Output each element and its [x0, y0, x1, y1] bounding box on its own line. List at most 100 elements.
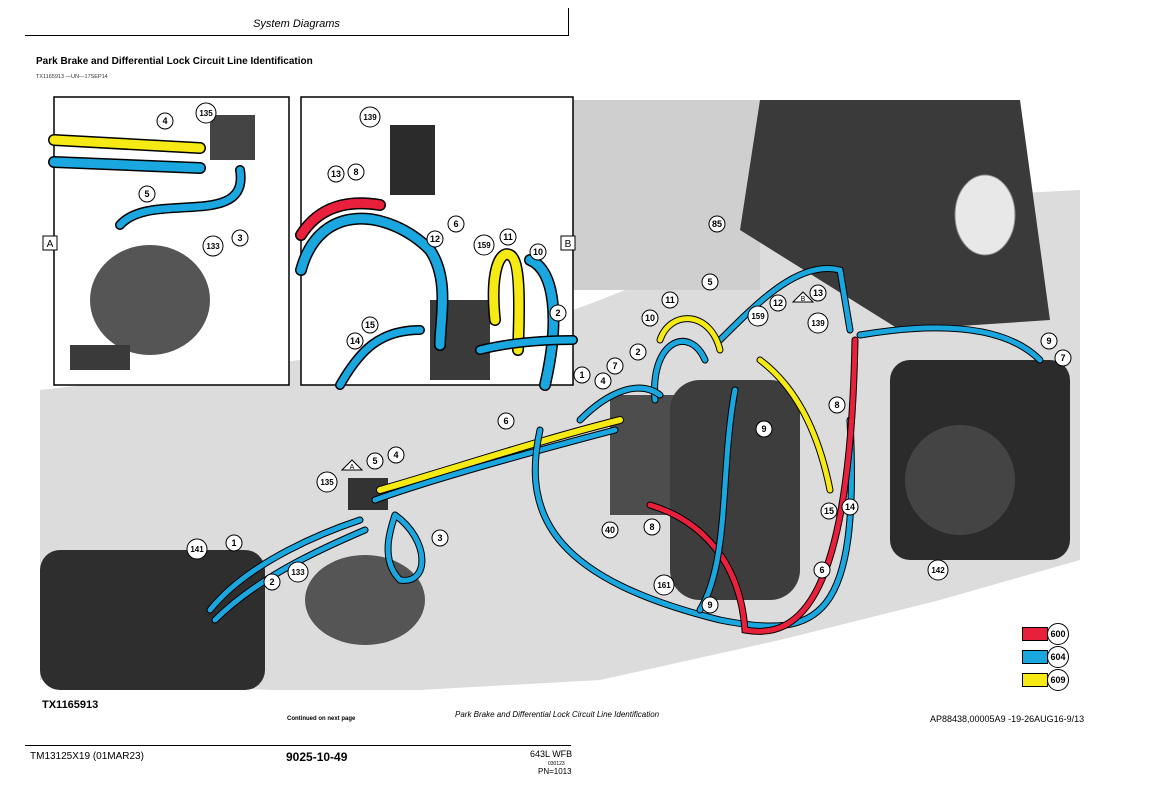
line-11-yellow [657, 316, 723, 353]
callout-label: 14 [350, 336, 360, 346]
callout-label: 40 [605, 525, 615, 535]
callout-label: 85 [712, 219, 722, 229]
callout-161: 161 [653, 574, 675, 596]
inset-b-line-10 [525, 255, 558, 390]
callout-label: 133 [206, 242, 220, 251]
callout-label: 8 [834, 400, 839, 410]
callout-142: 142 [927, 559, 949, 581]
legend-label: 609 [1047, 669, 1069, 691]
callout-circle [499, 228, 517, 246]
machine-model: 643L WFB [530, 749, 573, 759]
marker-b-text: B [565, 239, 572, 250]
inset-a-line-5 [49, 157, 205, 173]
line-10-blue [652, 338, 708, 403]
callout-1: 1 [573, 366, 591, 384]
callout-circle [497, 412, 515, 430]
callout-circle [747, 305, 769, 327]
svg-text:B: B [801, 296, 806, 303]
callout-label: 11 [665, 295, 675, 305]
callout-circle [225, 534, 243, 552]
callout-8: 8 [643, 518, 661, 536]
callout-circle [186, 538, 208, 560]
callout-10: 10 [529, 243, 547, 261]
callout-6: 6 [813, 561, 831, 579]
callout-label: 11 [503, 232, 513, 242]
legend-swatch-yellow [1022, 673, 1048, 687]
page-number: 9025-10-49 [286, 750, 348, 764]
legend-row-604: 604 [1022, 646, 1069, 668]
callout-label: 7 [1060, 353, 1065, 363]
callout-14: 14 [841, 498, 859, 516]
callout-159: 159 [473, 234, 495, 256]
callout-12: 12 [769, 294, 787, 312]
callout-9: 9 [701, 596, 719, 614]
valve-135-shape [348, 478, 388, 510]
callout-circle [643, 518, 661, 536]
callout-circle [387, 446, 405, 464]
inset-b-valve-139 [390, 125, 435, 195]
callout-label: 2 [269, 577, 274, 587]
callout-circle [701, 596, 719, 614]
callout-circle [1040, 332, 1058, 350]
callout-141: 141 [186, 538, 208, 560]
callout-135: 135 [316, 471, 338, 493]
callout-2: 2 [629, 343, 647, 361]
callout-11: 11 [661, 291, 679, 309]
callout-85: 85 [708, 215, 726, 233]
callout-label: 159 [477, 241, 491, 250]
page-title: Park Brake and Differential Lock Circuit… [36, 56, 313, 67]
figure-caption: Park Brake and Differential Lock Circuit… [455, 710, 660, 719]
callout-circle [606, 357, 624, 375]
callout-1: 1 [225, 534, 243, 552]
callout-circle [347, 163, 365, 181]
footer-small-id: 030123 [548, 761, 565, 767]
manual-id: TM13125X19 (01MAR23) [30, 751, 144, 762]
callout-13: 13 [809, 284, 827, 302]
callout-circle [549, 304, 567, 322]
callout-4: 4 [594, 372, 612, 390]
part-number: PN=1013 [538, 767, 572, 776]
figure-label: TX1165913 [42, 699, 99, 711]
callout-label: 4 [393, 450, 398, 460]
callout-circle [366, 452, 384, 470]
inset-b-line-12 [296, 214, 447, 350]
callout-8: 8 [347, 163, 365, 181]
figure-ref-top: TX1165913 —UN—17SEP14 [36, 74, 108, 80]
park-brake-133-shape [305, 555, 425, 645]
header-rule-vertical [568, 8, 569, 36]
callout-label: 5 [144, 189, 149, 199]
callout-135: 135 [195, 102, 217, 124]
inset-a-brake-133 [90, 245, 210, 355]
continued-note: Continued on next page [287, 716, 356, 722]
callout-label: 2 [555, 308, 560, 318]
legend-label: 600 [1047, 623, 1069, 645]
section-title: System Diagrams [253, 18, 340, 30]
callout-133: 133 [202, 235, 224, 257]
callout-15: 15 [820, 502, 838, 520]
callout-label: 3 [437, 533, 442, 543]
callout-label: 139 [363, 113, 377, 122]
callout-5: 5 [138, 185, 156, 203]
callout-circle [359, 106, 381, 128]
inset-b-line-8-red [296, 198, 385, 240]
callout-circle [202, 235, 224, 257]
callout-label: 10 [645, 313, 655, 323]
callout-circle [195, 102, 217, 124]
marker-a-text: A [47, 239, 54, 250]
engine-block-shape [570, 100, 760, 290]
callout-circle [641, 309, 659, 327]
callout-circle [927, 559, 949, 581]
line-15-yellow [757, 357, 833, 493]
callout-circle [661, 291, 679, 309]
callout-133: 133 [287, 561, 309, 583]
callout-label: 8 [649, 522, 654, 532]
callout-circle [327, 165, 345, 183]
legend-label: 604 [1047, 646, 1069, 668]
callout-label: 15 [824, 506, 834, 516]
manifold-40-shape [610, 395, 680, 515]
inset-a-line-3 [116, 166, 245, 229]
inset-b-line-2 [476, 336, 577, 354]
callout-3: 3 [431, 529, 449, 547]
callout-circle [809, 284, 827, 302]
